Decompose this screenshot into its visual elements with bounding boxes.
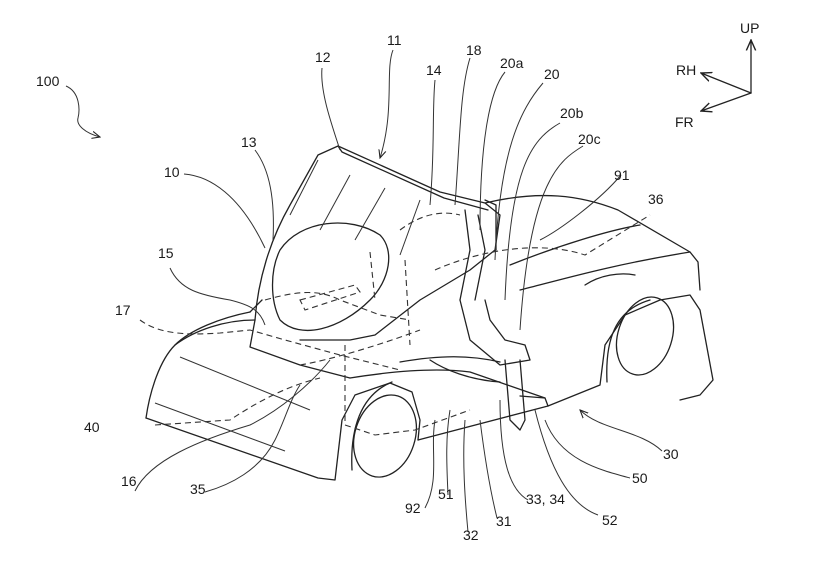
vehicle-body [145, 194, 714, 481]
hidden-line-17 [139, 319, 401, 371]
label-15: 15 [158, 245, 174, 261]
label-33-34: 33, 34 [526, 491, 565, 507]
label-52: 52 [602, 512, 618, 528]
leader-lines [65, 49, 663, 533]
front-wheel [353, 394, 417, 478]
label-14: 14 [426, 62, 442, 78]
label-30: 30 [663, 446, 679, 462]
front-body-outline [145, 382, 421, 481]
label-20c: 20c [578, 131, 601, 147]
rear-wheel [615, 296, 675, 376]
label-18: 18 [466, 42, 482, 58]
label-20b: 20b [560, 105, 584, 121]
label-13: 13 [241, 134, 257, 150]
reference-numerals: 100 10 13 12 11 14 18 20a 20 20b 20c 91 … [36, 32, 679, 543]
up-label: UP [740, 20, 759, 36]
hidden-line-36 [434, 214, 651, 271]
seat [429, 299, 531, 431]
label-20: 20 [544, 66, 560, 82]
label-17: 17 [115, 302, 131, 318]
label-20a: 20a [500, 55, 524, 71]
orientation-indicator: UP RH FR [675, 20, 759, 130]
label-91: 91 [614, 167, 630, 183]
label-36: 36 [648, 191, 664, 207]
label-51: 51 [438, 486, 454, 502]
label-12: 12 [315, 49, 331, 65]
label-32: 32 [463, 527, 479, 543]
canopy-outline [254, 145, 501, 341]
label-16: 16 [121, 473, 137, 489]
label-35: 35 [190, 481, 206, 497]
fr-arrow-icon [701, 92, 752, 111]
rh-arrow-icon [701, 73, 752, 94]
label-31: 31 [496, 513, 512, 529]
rear-body-outline [547, 294, 714, 407]
hidden-lines [139, 212, 651, 436]
label-40: 40 [84, 419, 100, 435]
label-100: 100 [36, 73, 60, 89]
label-50: 50 [632, 470, 648, 486]
fr-label: FR [675, 114, 694, 130]
label-92: 92 [405, 500, 421, 516]
rh-label: RH [676, 62, 696, 78]
windshield [271, 222, 390, 332]
label-10: 10 [164, 164, 180, 180]
label-11: 11 [387, 32, 402, 48]
